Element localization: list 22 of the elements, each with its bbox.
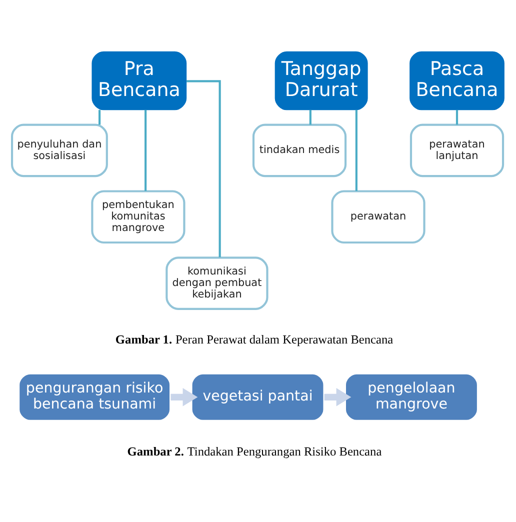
node-box: perawatan (331, 190, 426, 244)
node-box: pengurangan risiko bencana tsunami (18, 372, 172, 422)
connector (309, 110, 312, 125)
node-box: pengelolaan mangrove (344, 372, 479, 422)
node-box: penyuluhan dan sosialisasi (10, 124, 108, 178)
connector (186, 80, 221, 258)
connector (98, 110, 101, 125)
node-box: Tanggap Darurat (274, 51, 368, 110)
connector (144, 110, 147, 191)
label: Gambar 2. Tindakan Pengurangan Risiko Bencana (127, 444, 382, 458)
connector (456, 110, 458, 125)
node-box: tindakan medis (252, 124, 347, 178)
arrow (170, 388, 198, 406)
node-box: pembentukan komunitas mangrove (91, 190, 186, 244)
node-box: vegetasi pantai (190, 372, 326, 422)
node-box: Pra Bencana (92, 51, 187, 110)
node-box: perawatan lanjutan (410, 124, 504, 178)
node-box: Pasca Bencana (410, 51, 504, 110)
arrow (324, 388, 352, 406)
node-box: komunikasi dengan pembuat kebijakan (166, 256, 268, 310)
connector (355, 110, 358, 191)
label: Gambar 1. Peran Perawat dalam Keperawatan Bencana (115, 332, 394, 346)
